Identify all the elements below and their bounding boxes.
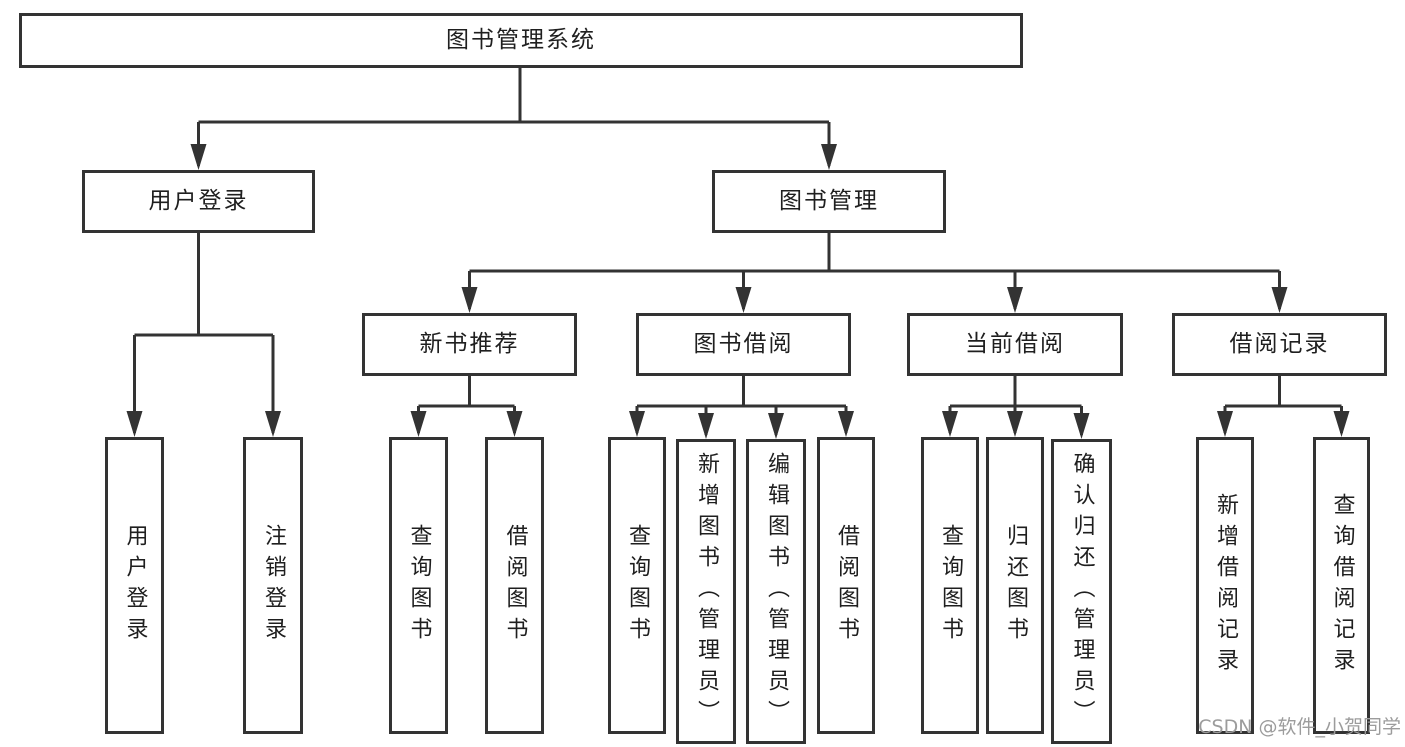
node-book-borrow: 图书借阅 (636, 313, 851, 376)
leaf-borrow-books-recommend: 借阅图书 (485, 437, 544, 734)
arrowhead-icons (126, 144, 1350, 439)
leaf-edit-book-admin: 编辑图书（管理员） (746, 439, 806, 744)
node-new-book-recommend: 新书推荐 (362, 313, 577, 376)
leaf-confirm-return-admin: 确认归还（管理员） (1051, 439, 1112, 744)
connector-root-to-level2 (197, 68, 831, 166)
node-root: 图书管理系统 (19, 13, 1023, 68)
leaf-query-books-current: 查询图书 (921, 437, 979, 734)
connector-borrowrecords-to-leaves (1223, 376, 1343, 433)
leaf-add-borrow-record: 新增借阅记录 (1196, 437, 1254, 734)
csdn-watermark: CSDN @软件_小贺同学 (1198, 716, 1401, 738)
leaf-user-login: 用户登录 (105, 437, 164, 734)
node-user-login: 用户登录 (82, 170, 315, 233)
connector-bookmgmt-to-level3 (468, 233, 1281, 309)
node-current-borrow: 当前借阅 (907, 313, 1123, 376)
leaf-query-borrow-record: 查询借阅记录 (1313, 437, 1370, 734)
node-book-management: 图书管理 (712, 170, 946, 233)
node-borrow-records: 借阅记录 (1172, 313, 1387, 376)
leaf-return-book: 归还图书 (986, 437, 1044, 734)
leaf-query-books-borrow: 查询图书 (608, 437, 666, 734)
connector-newbookrec-to-leaves (417, 376, 516, 433)
leaf-query-books-recommend: 查询图书 (389, 437, 448, 734)
leaf-logout: 注销登录 (243, 437, 303, 734)
leaf-borrow-books: 借阅图书 (817, 437, 875, 734)
leaf-add-book-admin: 新增图书（管理员） (676, 439, 736, 744)
connector-userlogin-to-leaves (133, 233, 275, 433)
connector-bookborrow-to-leaves (635, 376, 848, 435)
